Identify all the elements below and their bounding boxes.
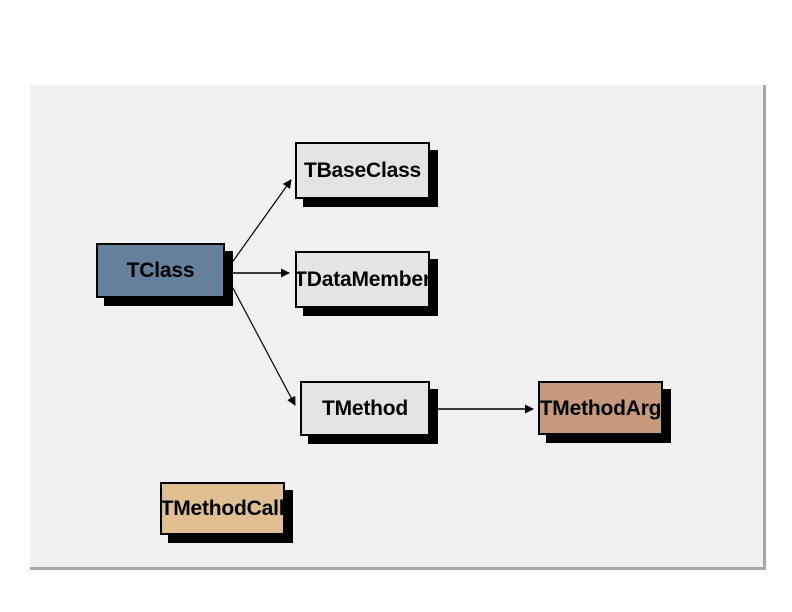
node-tmethod-label: TMethod (321, 397, 409, 420)
node-tmethod[interactable]: TMethod (300, 381, 430, 436)
node-tmethodcall[interactable]: TMethodCall (160, 482, 285, 535)
diagram-canvas: TClass TBaseClass TDataMember TMethod TM… (30, 85, 766, 570)
node-tmethodarg[interactable]: TMethodArg (538, 381, 663, 435)
node-tclass[interactable]: TClass (96, 243, 225, 298)
edge-tclass-to-tmethod (225, 274, 296, 406)
node-tclass-label: TClass (126, 259, 195, 282)
node-tdatamember-label: TDataMember (295, 268, 430, 291)
node-tbaseclass-label: TBaseClass (303, 159, 422, 182)
node-tbaseclass[interactable]: TBaseClass (295, 142, 430, 199)
edge-tclass-to-tbaseclass (225, 179, 292, 272)
node-tdatamember[interactable]: TDataMember (295, 251, 430, 308)
node-tmethodarg-label: TMethodArg (539, 396, 662, 420)
node-tmethodcall-label: TMethodCall (160, 497, 285, 520)
